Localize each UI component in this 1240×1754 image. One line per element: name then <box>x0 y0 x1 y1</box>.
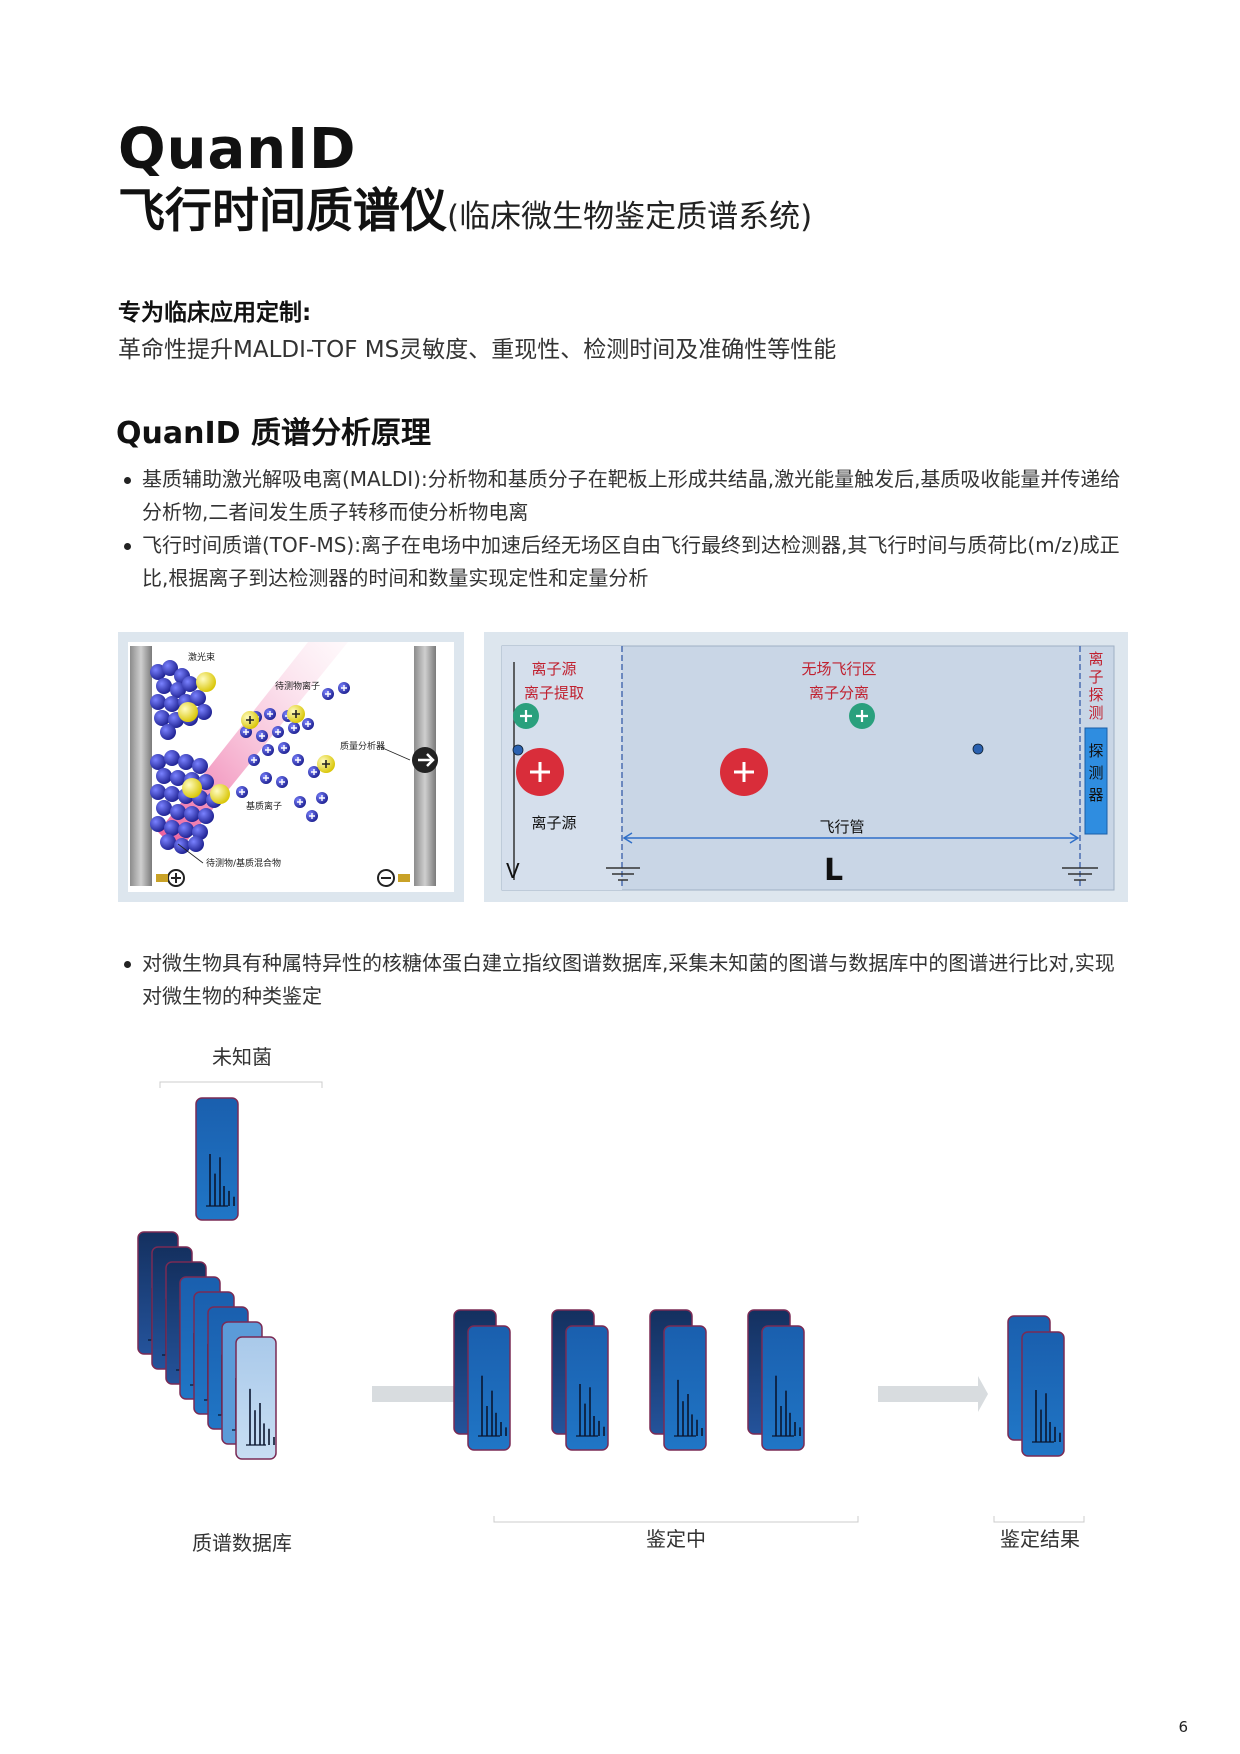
label-unknown: 未知菌 <box>212 1045 272 1069</box>
crystal-cluster <box>150 660 230 854</box>
matrix-particle <box>184 806 200 822</box>
analyte-particle <box>182 778 202 798</box>
spectrum-card <box>195 1097 239 1221</box>
matrix-particle <box>192 758 208 774</box>
ground-icon <box>1062 867 1098 881</box>
matrix-particle <box>164 696 180 712</box>
arrow-right-icon <box>372 1376 482 1412</box>
principle-list: 基质辅助激光解吸电离(MALDI):分析物和基质分子在靶板上形成共结晶,激光能量… <box>120 463 1130 595</box>
label-mixture: 待测物/基质混合物 <box>206 857 281 869</box>
database-stack <box>137 1231 277 1460</box>
identification-workflow: 未知菌 质谱数据库 鉴定中 鉴定结果 <box>118 1040 1128 1560</box>
section-heading: QuanID 质谱分析原理 <box>116 416 431 451</box>
label-voltage: V <box>506 859 520 883</box>
source-title: 离子源 <box>531 660 576 678</box>
label-result: 鉴定结果 <box>1000 1527 1080 1551</box>
matrix-particle <box>150 754 166 770</box>
spectrum-card <box>1021 1331 1065 1457</box>
detection-column-label: 离子探测 <box>1088 650 1103 722</box>
analyte-particle <box>178 702 198 722</box>
source-sub: 离子提取 <box>524 684 584 702</box>
label-length: L <box>824 853 843 888</box>
spectrum-card <box>235 1336 277 1460</box>
matrix-particle <box>156 800 172 816</box>
matching-cards <box>453 1309 805 1451</box>
maldi-diagram-panel: 激光束 待测物离子 质量分析器 基质离子 待测物/基质混合物 <box>118 632 464 902</box>
matrix-particle <box>150 694 166 710</box>
matrix-particle <box>170 804 186 820</box>
analyte-particle <box>210 784 230 804</box>
result-card <box>1007 1315 1065 1457</box>
matrix-particle <box>178 822 194 838</box>
label-analyzer: 质量分析器 <box>340 740 385 752</box>
matrix-particle <box>190 690 206 706</box>
arrow-right-icon <box>878 1376 988 1412</box>
spectrum-card <box>467 1325 511 1451</box>
page-number: 6 <box>1178 1718 1188 1736</box>
analyte-particle <box>196 672 216 692</box>
workflow-diagram: 未知菌 质谱数据库 鉴定中 鉴定结果 <box>137 1045 1085 1555</box>
matrix-particle <box>164 786 180 802</box>
label-laser: 激光束 <box>188 651 215 663</box>
intro-body: 革命性提升MALDI-TOF MS灵敏度、重现性、检测时间及准确性等性能 <box>118 337 837 363</box>
ground-icon <box>606 867 640 881</box>
label-ion-source: 离子源 <box>531 814 576 832</box>
matrix-particle <box>164 750 180 766</box>
matrix-particle <box>188 836 204 852</box>
page-subtitle: (临床微生物鉴定质谱系统) <box>447 199 813 235</box>
spectrum-card <box>565 1325 609 1451</box>
label-database: 质谱数据库 <box>192 1531 292 1555</box>
detector <box>1084 727 1108 835</box>
matrix-particle <box>150 784 166 800</box>
list-item: 飞行时间质谱(TOF-MS):离子在电场中加速后经无场区自由飞行最终到达检测器,… <box>120 529 1130 595</box>
brand-title: QuanID <box>118 117 357 182</box>
matrix-particle <box>198 808 214 824</box>
matrix-particle <box>150 816 166 832</box>
matrix-particle <box>160 724 176 740</box>
intro-heading: 专为临床应用定制: <box>118 300 312 326</box>
label-analyte-ion: 待测物离子 <box>275 680 320 692</box>
field-title: 无场飞行区 <box>801 660 876 678</box>
field-sub: 离子分离 <box>809 684 869 702</box>
matrix-particle <box>182 676 198 692</box>
list-item: 对微生物具有种属特异性的核糖体蛋白建立指纹图谱数据库,采集未知菌的图谱与数据库中… <box>120 947 1130 1013</box>
matrix-particle <box>154 710 170 726</box>
matrix-particle <box>164 820 180 836</box>
matrix-particle <box>198 774 214 790</box>
matrix-particle <box>156 768 172 784</box>
ion-cloud <box>236 682 350 822</box>
matrix-particle <box>196 704 212 720</box>
tof-diagram: 离子源 离子提取 无场飞行区 离子分离 离子探测 探测器 离子源 飞行管 V L <box>501 645 1115 891</box>
spectrum-card <box>663 1325 707 1451</box>
list-item: 基质辅助激光解吸电离(MALDI):分析物和基质分子在靶板上形成共结晶,激光能量… <box>120 463 1130 529</box>
matrix-particle <box>170 770 186 786</box>
matrix-particle <box>160 834 176 850</box>
tof-diagram-panel: 离子源 离子提取 无场飞行区 离子分离 离子探测 探测器 离子源 飞行管 V L <box>484 632 1128 902</box>
page-title: 飞行时间质谱仪(临床微生物鉴定质谱系统) <box>118 186 812 238</box>
matrix-particle <box>170 682 186 698</box>
maldi-diagram: 激光束 待测物离子 质量分析器 基质离子 待测物/基质混合物 <box>128 642 454 892</box>
principle-list-2: 对微生物具有种属特异性的核糖体蛋白建立指纹图谱数据库,采集未知菌的图谱与数据库中… <box>120 947 1130 1013</box>
label-identifying: 鉴定中 <box>646 1527 706 1551</box>
label-flight-tube: 飞行管 <box>819 818 864 836</box>
spectrum-card <box>761 1325 805 1451</box>
matrix-particle <box>162 660 178 676</box>
matrix-particle <box>156 678 172 694</box>
detector-label: 探测器 <box>1088 742 1103 804</box>
label-matrix-ion: 基质离子 <box>246 800 282 812</box>
page-title-main: 飞行时间质谱仪 <box>118 184 447 239</box>
target-plate <box>130 646 152 886</box>
matrix-particle <box>178 754 194 770</box>
